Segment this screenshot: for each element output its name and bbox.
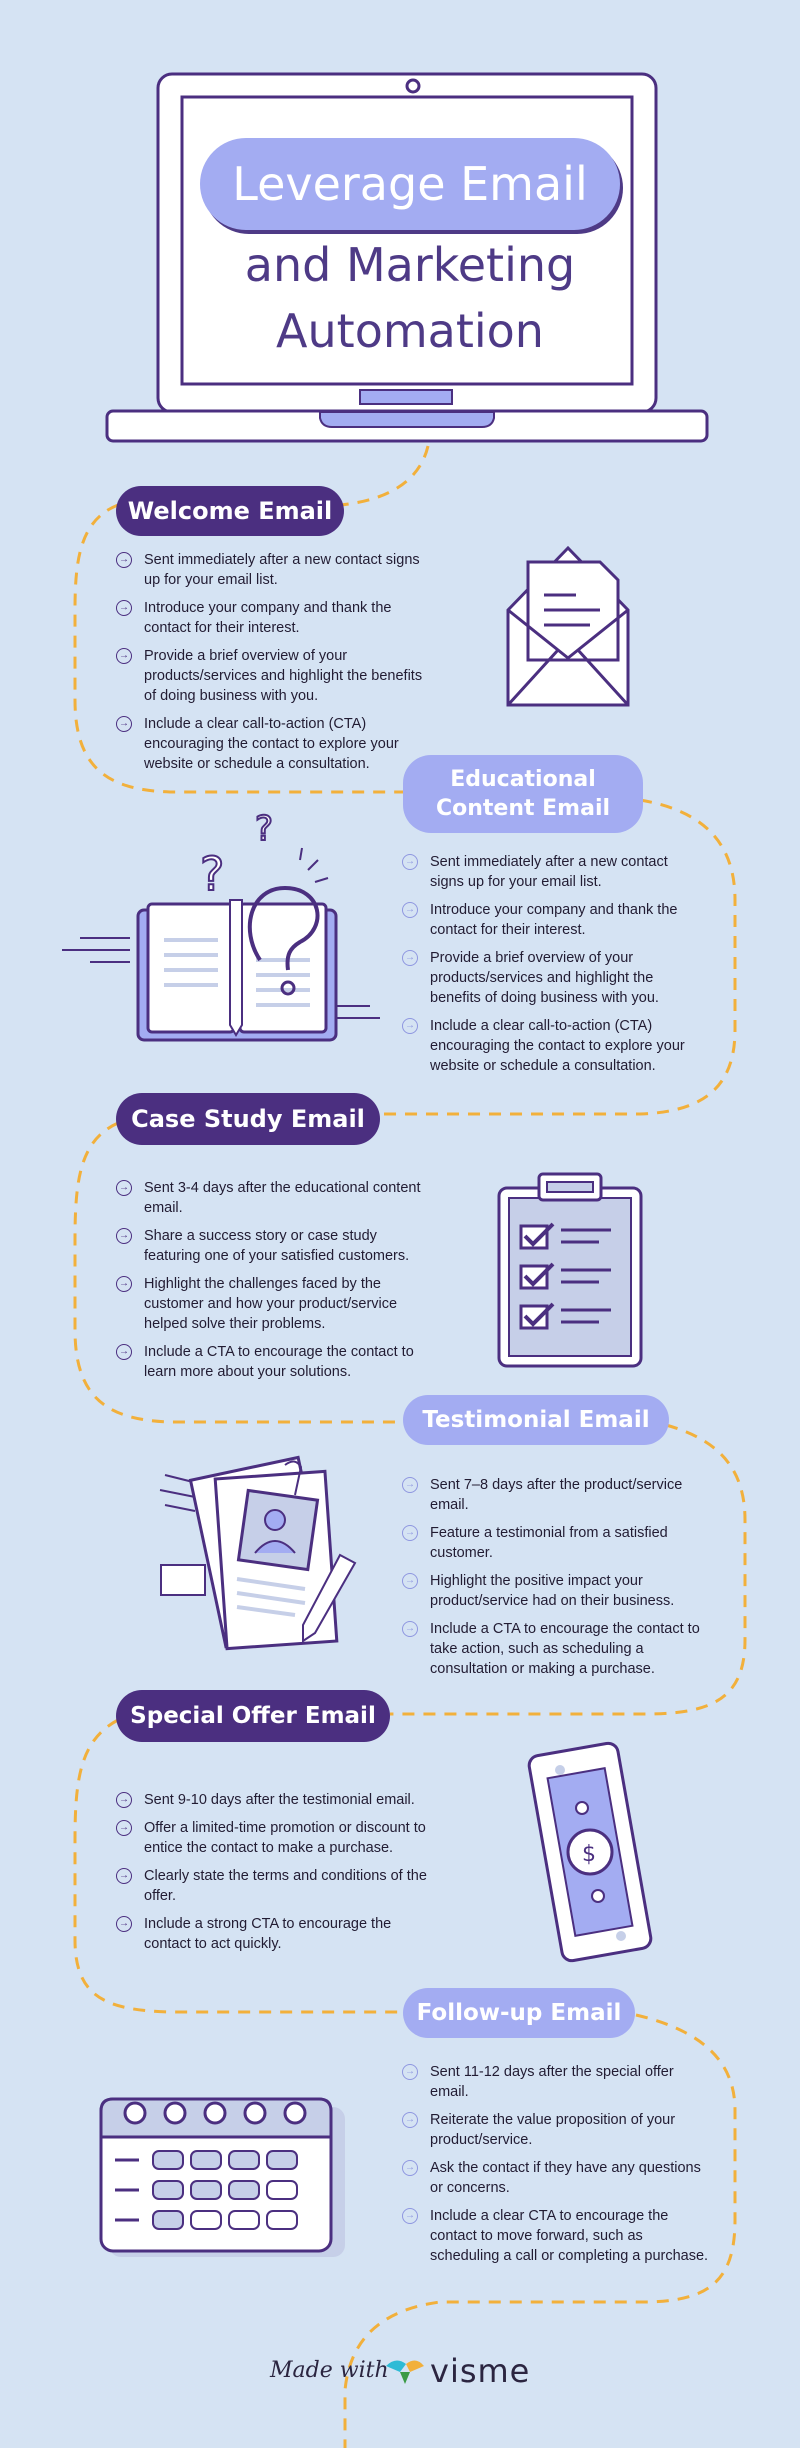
arrow-circle-icon: → bbox=[116, 1820, 132, 1836]
arrow-circle-icon: → bbox=[116, 600, 132, 616]
section-testimonial-title: Testimonial Email bbox=[403, 1395, 669, 1445]
arrow-circle-icon: → bbox=[116, 1916, 132, 1932]
list-item: →Sent immediately after a new contact si… bbox=[116, 550, 436, 590]
arrow-circle-icon: → bbox=[402, 902, 418, 918]
calendar-icon bbox=[99, 2097, 345, 2257]
arrow-circle-icon: → bbox=[402, 2064, 418, 2080]
arrow-circle-icon: → bbox=[402, 2112, 418, 2128]
list-item: →Reiterate the value proposition of your… bbox=[402, 2110, 712, 2150]
hero-title-rest: and Marketing Automation bbox=[180, 232, 640, 364]
arrow-circle-icon: → bbox=[402, 854, 418, 870]
dollar-bill-icon: $ bbox=[527, 1741, 653, 1963]
arrow-circle-icon: → bbox=[402, 1477, 418, 1493]
list-item: →Provide a brief overview of your produc… bbox=[402, 948, 702, 1008]
hero-title-line3: Automation bbox=[276, 304, 544, 358]
arrow-circle-icon: → bbox=[116, 1792, 132, 1808]
arrow-circle-icon: → bbox=[402, 2208, 418, 2224]
arrow-circle-icon: → bbox=[116, 1868, 132, 1884]
list-item: →Sent immediately after a new contact si… bbox=[402, 852, 702, 892]
arrow-circle-icon: → bbox=[116, 716, 132, 732]
list-item: →Include a CTA to encourage the contact … bbox=[116, 1342, 436, 1382]
book-question-icon: ? ? bbox=[62, 810, 380, 1042]
visme-brand[interactable]: visme bbox=[430, 2352, 531, 2390]
arrow-circle-icon: → bbox=[402, 1621, 418, 1637]
list-item: →Feature a testimonial from a satisfied … bbox=[402, 1523, 712, 1563]
list-item: →Sent 7–8 days after the product/service… bbox=[402, 1475, 712, 1515]
section-educational-title: Educational Content Email bbox=[403, 755, 643, 833]
arrow-circle-icon: → bbox=[402, 1573, 418, 1589]
list-item: →Offer a limited-time promotion or disco… bbox=[116, 1818, 436, 1858]
section-welcome-title: Welcome Email bbox=[116, 486, 344, 536]
hero-title-line1: Leverage Email bbox=[232, 157, 588, 211]
list-item: →Introduce your company and thank the co… bbox=[116, 598, 436, 638]
visme-logo-icon bbox=[386, 2360, 424, 2384]
profile-document-icon bbox=[159, 1455, 357, 1651]
list-item: →Introduce your company and thank the co… bbox=[402, 900, 702, 940]
list-item: →Highlight the positive impact your prod… bbox=[402, 1571, 712, 1611]
list-item: →Highlight the challenges faced by the c… bbox=[116, 1274, 436, 1334]
made-with-label: Made with bbox=[270, 2358, 389, 2383]
svg-text:?: ? bbox=[255, 810, 273, 849]
clipboard-checklist-icon bbox=[497, 1172, 643, 1368]
section-testimonial-points: →Sent 7–8 days after the product/service… bbox=[402, 1475, 712, 1687]
section-case-study-title: Case Study Email bbox=[116, 1093, 380, 1145]
section-welcome-points: →Sent immediately after a new contact si… bbox=[116, 550, 436, 782]
list-item: →Sent 3-4 days after the educational con… bbox=[116, 1178, 436, 1218]
list-item: →Sent 11-12 days after the special offer… bbox=[402, 2062, 712, 2102]
section-case-study-points: →Sent 3-4 days after the educational con… bbox=[116, 1178, 436, 1390]
section-follow-up-points: →Sent 11-12 days after the special offer… bbox=[402, 2062, 712, 2274]
arrow-circle-icon: → bbox=[116, 1228, 132, 1244]
arrow-circle-icon: → bbox=[402, 1525, 418, 1541]
list-item: →Include a clear call-to-action (CTA) en… bbox=[402, 1016, 702, 1076]
arrow-circle-icon: → bbox=[402, 950, 418, 966]
list-item: →Ask the contact if they have any questi… bbox=[402, 2158, 712, 2198]
arrow-circle-icon: → bbox=[116, 1276, 132, 1292]
arrow-circle-icon: → bbox=[116, 1344, 132, 1360]
laptop-icon bbox=[105, 72, 709, 443]
svg-text:$: $ bbox=[582, 1842, 596, 1867]
list-item: →Share a success story or case study fea… bbox=[116, 1226, 436, 1266]
arrow-circle-icon: → bbox=[116, 1180, 132, 1196]
footer: Made with visme bbox=[270, 2352, 570, 2392]
hero-title-highlight: Leverage Email bbox=[200, 138, 620, 230]
list-item: →Include a strong CTA to encourage the c… bbox=[116, 1914, 436, 1954]
section-special-offer-title: Special Offer Email bbox=[116, 1690, 390, 1742]
list-item: →Include a CTA to encourage the contact … bbox=[402, 1619, 712, 1679]
section-special-offer-points: →Sent 9-10 days after the testimonial em… bbox=[116, 1790, 436, 1962]
arrow-circle-icon: → bbox=[402, 2160, 418, 2176]
svg-text:?: ? bbox=[200, 847, 224, 901]
arrow-circle-icon: → bbox=[116, 552, 132, 568]
list-item: →Include a clear CTA to encourage the co… bbox=[402, 2206, 712, 2266]
hero-title-line2: and Marketing bbox=[244, 238, 576, 292]
envelope-icon bbox=[506, 545, 630, 707]
arrow-circle-icon: → bbox=[402, 1018, 418, 1034]
list-item: →Sent 9-10 days after the testimonial em… bbox=[116, 1790, 436, 1810]
section-follow-up-title: Follow-up Email bbox=[403, 1988, 635, 2038]
list-item: →Include a clear call-to-action (CTA) en… bbox=[116, 714, 436, 774]
list-item: →Clearly state the terms and conditions … bbox=[116, 1866, 436, 1906]
arrow-circle-icon: → bbox=[116, 648, 132, 664]
list-item: →Provide a brief overview of your produc… bbox=[116, 646, 436, 706]
section-educational-points: →Sent immediately after a new contact si… bbox=[402, 852, 702, 1084]
